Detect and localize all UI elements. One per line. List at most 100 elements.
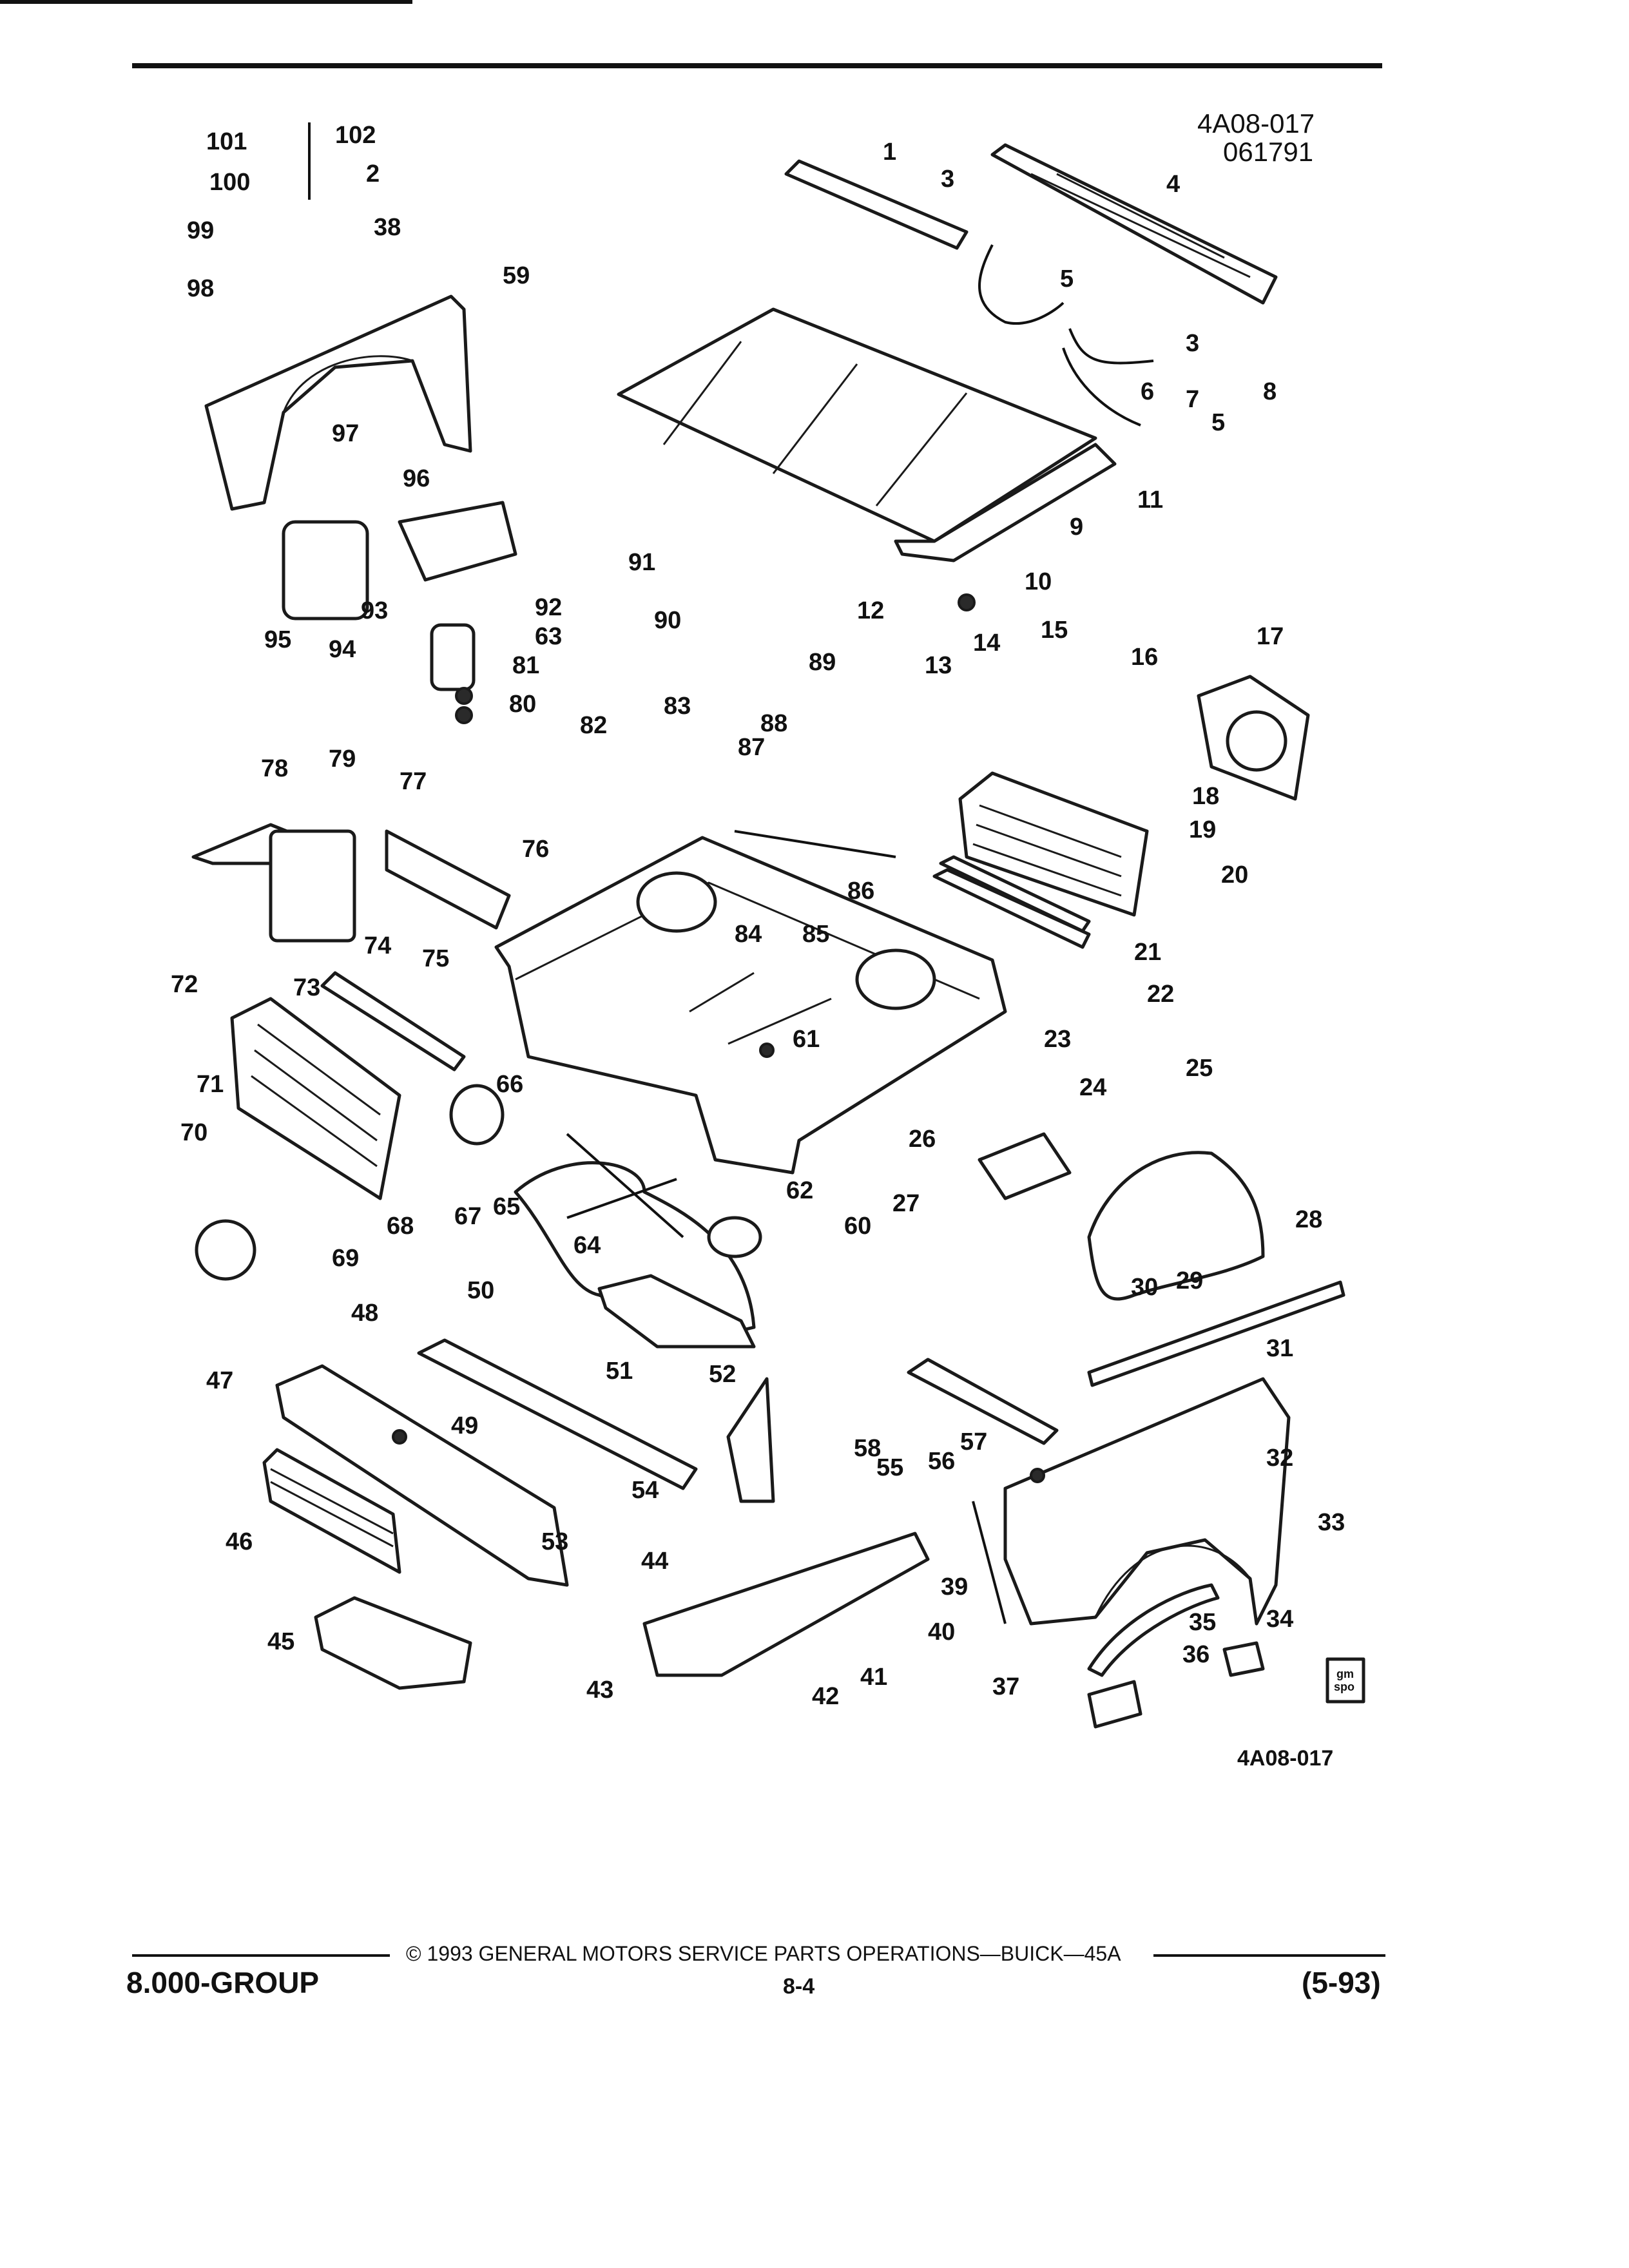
callout-100: 100 [209, 169, 250, 196]
hood-inner-panel [894, 443, 1117, 562]
callout-49: 49 [451, 1412, 478, 1439]
callout-92: 92 [535, 594, 562, 621]
callout-81: 81 [512, 652, 539, 679]
hood-panel [617, 307, 1097, 543]
footer-rule-left [132, 1954, 390, 1957]
callout-31: 31 [1266, 1335, 1293, 1362]
callout-4: 4 [1166, 171, 1180, 198]
callout-10: 10 [1025, 568, 1052, 595]
callout-30: 30 [1131, 1274, 1158, 1301]
callout-34: 34 [1266, 1606, 1293, 1633]
date-code: 061791 [1223, 137, 1314, 167]
callout-18: 18 [1192, 783, 1219, 810]
footer-rule-right [1153, 1954, 1385, 1957]
cowl-vent-grille [784, 159, 969, 250]
group-label: 8.000-GROUP [126, 1966, 320, 1999]
figure-ref-bottom: 4A08-017 [1237, 1746, 1334, 1771]
callout-27: 27 [892, 1190, 920, 1217]
left-fender [204, 294, 472, 511]
callout-93: 93 [361, 597, 388, 624]
callout-28: 28 [1295, 1206, 1322, 1233]
molding-strip [1087, 1280, 1345, 1387]
callout-13: 13 [925, 652, 952, 679]
callout-54: 54 [631, 1477, 659, 1504]
callout-97: 97 [332, 420, 359, 447]
callout-1: 1 [883, 139, 896, 166]
ac-condenser [958, 771, 1149, 917]
copyright-line: © 1993 GENERAL MOTORS SERVICE PARTS OPER… [406, 1942, 1121, 1965]
callout-6: 6 [1141, 378, 1154, 405]
callout-95: 95 [264, 626, 291, 653]
right-wheelhouse-panel [1087, 1151, 1265, 1301]
callout-15: 15 [1041, 617, 1068, 644]
callout-87: 87 [738, 734, 765, 761]
header-rule [132, 63, 1382, 68]
callout-50: 50 [467, 1277, 494, 1304]
callout-37: 37 [992, 1673, 1019, 1700]
grille [262, 1448, 401, 1574]
callout-86: 86 [847, 878, 874, 905]
gm-spo-badge-gm: gm [1336, 1667, 1354, 1680]
callout-75: 75 [422, 945, 449, 972]
callout-102: 102 [335, 122, 376, 149]
callout-101: 101 [206, 128, 247, 155]
headlamp-assembly [314, 1596, 472, 1690]
callout-80: 80 [509, 691, 536, 718]
fender-bracket [907, 1358, 1059, 1445]
callout-55: 55 [876, 1454, 903, 1481]
callout-41: 41 [860, 1664, 887, 1691]
callout-58: 58 [854, 1435, 881, 1462]
front-fascia [275, 1364, 569, 1587]
callout-94: 94 [329, 636, 356, 663]
callout-51: 51 [606, 1358, 633, 1385]
callout-24: 24 [1079, 1074, 1106, 1101]
callout-32: 32 [1266, 1445, 1293, 1472]
callout-65: 65 [493, 1193, 520, 1220]
radiator-support [494, 836, 1007, 1175]
callout-82: 82 [580, 712, 607, 739]
callout-91: 91 [628, 549, 655, 576]
callout-20: 20 [1221, 861, 1248, 889]
revision-label: (5-93) [1302, 1966, 1381, 1999]
air-duct [398, 501, 517, 582]
radiator-upper-bracket [320, 971, 466, 1072]
callout-9: 9 [1070, 514, 1083, 541]
callout-53: 53 [541, 1528, 568, 1555]
callout-99: 99 [187, 217, 214, 244]
left-wheelhouse-panel [514, 1161, 756, 1334]
callout-70: 70 [180, 1119, 207, 1146]
callout-22: 22 [1147, 981, 1174, 1008]
callout-74: 74 [364, 932, 391, 959]
callout-59: 59 [503, 262, 530, 289]
callout-16: 16 [1131, 644, 1158, 671]
callout-25: 25 [1186, 1055, 1213, 1082]
callout-5: 5 [1211, 409, 1225, 436]
callout-17: 17 [1257, 623, 1284, 650]
callout-66: 66 [496, 1071, 523, 1098]
right-air-duct [978, 1132, 1072, 1200]
callout-76: 76 [522, 836, 549, 863]
callout-68: 68 [387, 1213, 414, 1240]
rocker-panel [642, 1532, 930, 1677]
gm-spo-badge-frame [1325, 1657, 1365, 1704]
washer-reservoir [282, 520, 369, 620]
callout-3: 3 [1186, 330, 1199, 357]
callout-85: 85 [802, 921, 829, 948]
callout-45: 45 [267, 1628, 294, 1655]
callout-21: 21 [1134, 939, 1161, 966]
callout-38: 38 [374, 214, 401, 241]
callout-73: 73 [293, 974, 320, 1001]
callout-71: 71 [197, 1071, 224, 1098]
callout-23: 23 [1044, 1026, 1071, 1053]
battery [269, 829, 356, 943]
callout-84: 84 [735, 921, 762, 948]
bumper-energy-absorber [417, 1338, 698, 1490]
callout-77: 77 [400, 768, 427, 795]
right-fender [1003, 1377, 1291, 1626]
callout-89: 89 [809, 649, 836, 676]
splash-shield [597, 1274, 756, 1349]
radiator [230, 997, 401, 1200]
callout-44: 44 [641, 1548, 668, 1575]
